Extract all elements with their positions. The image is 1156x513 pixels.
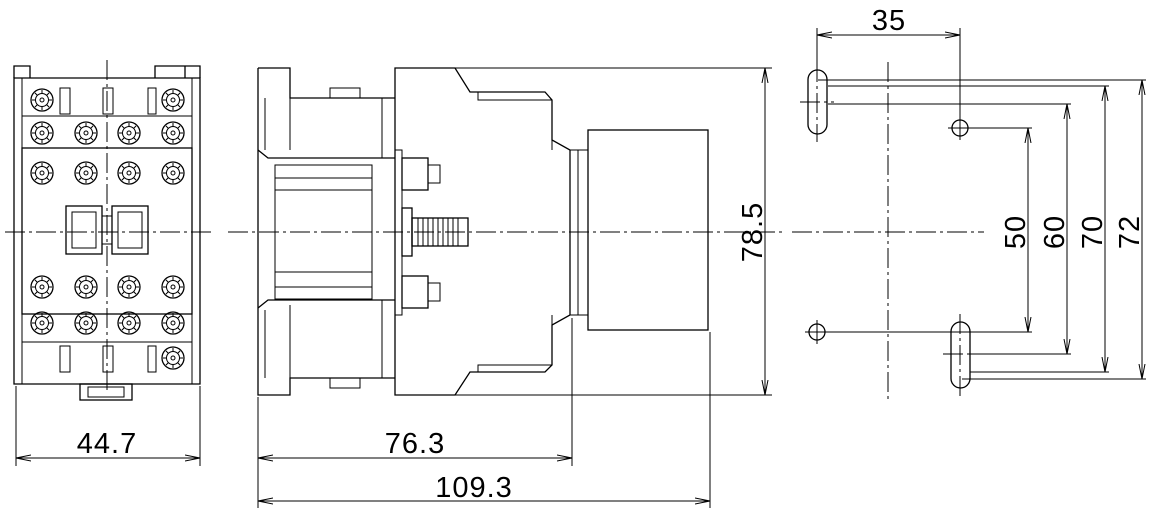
side-total-depth-label: 109.3: [435, 472, 513, 504]
dimension-side-total-depth: 109.3: [258, 332, 711, 508]
mounting-hole-bottom-left: [805, 320, 829, 344]
dimension-side-base-depth: 76.3: [257, 318, 573, 508]
terminal-screw: [161, 346, 185, 370]
terminal-screw: [74, 275, 98, 299]
mounting-72-label: 72: [1114, 215, 1146, 249]
dimension-mounting-horizontal: 35: [816, 5, 961, 118]
mounting-slot-top-left: [800, 62, 834, 142]
side-terminal-top: [401, 157, 441, 191]
terminal-screw: [30, 161, 54, 185]
extension-lines: [828, 127, 1032, 333]
extension-lines: [818, 79, 1146, 380]
extension-lines: [15, 386, 201, 466]
terminal-screw: [161, 88, 185, 112]
terminal-screw: [117, 275, 141, 299]
contact-window-right: [111, 205, 149, 255]
dimension-mounting-50: 50: [828, 127, 1032, 333]
extension-lines: [828, 103, 1071, 355]
mounting-hole-view: [800, 62, 977, 400]
dimension-front-width: 44.7: [15, 386, 201, 466]
mounting-50-label: 50: [1000, 215, 1032, 249]
front-width-label: 44.7: [77, 428, 137, 460]
terminal-screw: [161, 311, 185, 335]
dimension-mounting-60: 60: [828, 103, 1071, 355]
front-bottom-posts: [59, 345, 157, 373]
terminal-screw: [74, 121, 98, 145]
terminal-screw: [117, 311, 141, 335]
terminal-screw: [30, 275, 54, 299]
terminal-screw: [74, 311, 98, 335]
front-foot: [79, 383, 133, 401]
terminal-screw: [30, 88, 54, 112]
terminal-screw: [117, 161, 141, 185]
side-terminal-bottom: [401, 275, 441, 309]
terminal-screw: [161, 121, 185, 145]
terminal-screw: [161, 161, 185, 185]
front-outline: [13, 77, 201, 385]
mounting-70-label: 70: [1077, 215, 1109, 249]
mounting-60-label: 60: [1039, 215, 1071, 249]
extension-lines: [455, 67, 772, 396]
side-base-depth-label: 76.3: [385, 428, 445, 460]
contact-window-left: [65, 205, 103, 255]
dimension-mounting-72: 72: [818, 79, 1146, 380]
terminal-screw: [161, 275, 185, 299]
terminal-screws: [30, 88, 185, 370]
terminal-screw: [74, 161, 98, 185]
front-view: [13, 60, 201, 401]
extension-lines: [257, 318, 573, 508]
front-top-tabs: [13, 65, 201, 78]
mounting-horizontal-label: 35: [872, 5, 906, 37]
mounting-slot-bottom-right: [943, 314, 977, 396]
coil-housing: [570, 129, 709, 331]
terminal-screw: [30, 311, 54, 335]
front-top-posts: [59, 87, 157, 115]
dimension-mounting-70: 70: [828, 85, 1109, 373]
terminal-screw: [30, 121, 54, 145]
extension-lines: [828, 85, 1109, 373]
mounting-hole-top-right: [948, 116, 972, 140]
terminal-screw: [117, 121, 141, 145]
